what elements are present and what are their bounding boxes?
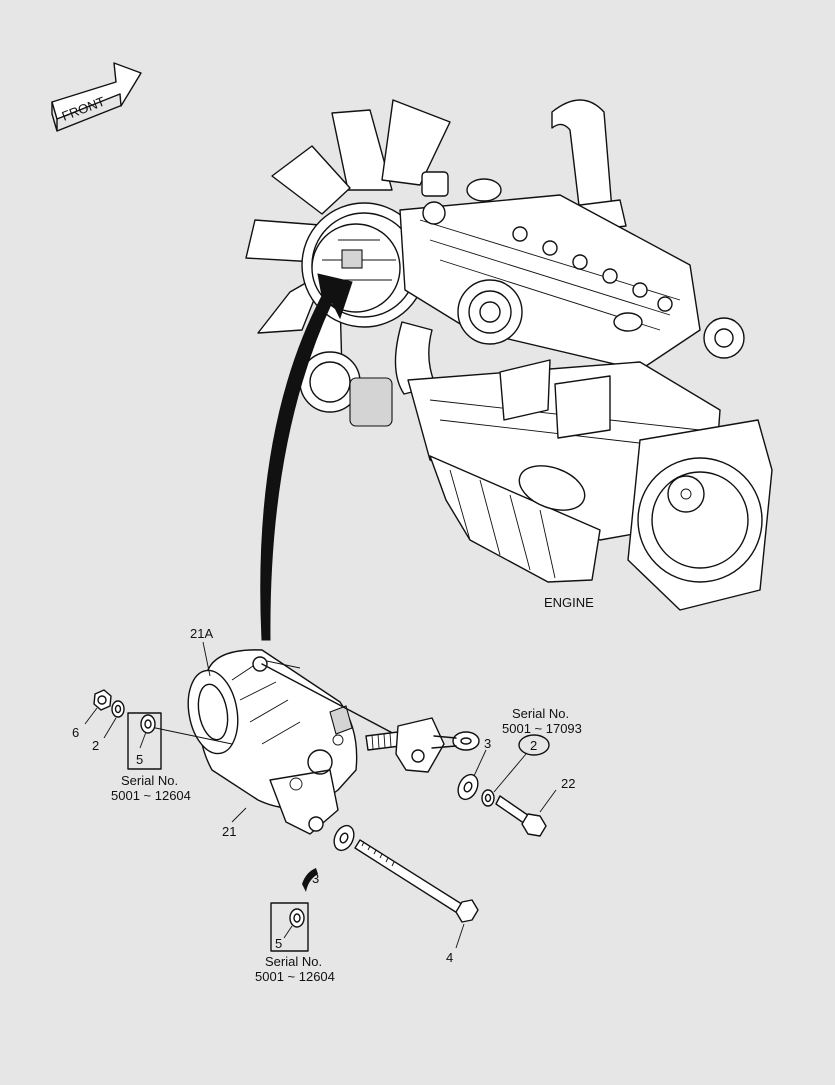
front-arrow: FRONT [51,62,142,132]
engine-label: ENGINE [544,595,594,610]
callout-6: 6 [72,725,79,740]
callout-3-upper: 3 [484,736,491,751]
callout-21a: 21A [190,626,213,641]
location-arrow [260,273,353,641]
nut-6 [93,689,112,711]
callout-2-left: 2 [92,738,99,753]
right-serial-title: Serial No. [512,706,569,721]
engine: ENGINE [299,99,773,611]
leader-3-lower [302,868,318,892]
callout-5-left: 5 [136,752,143,767]
washer-2-left [111,700,125,718]
bottom-serial-range: 5001 ~ 12604 [255,969,335,984]
leader-21a [202,641,211,677]
callout-5-bottom: 5 [275,936,282,951]
callout-21: 21 [222,824,236,839]
spacer-5-left-box [127,712,162,770]
callout-2-circled: 2 [530,738,537,753]
washer-2-right [481,734,550,807]
bolt-22 [495,789,557,837]
leader-lines-left [84,707,117,739]
left-serial-title: Serial No. [121,773,178,788]
fan [245,99,451,373]
left-serial-range: 5001 ~ 12604 [111,788,191,803]
leader-21 [231,807,247,823]
circled-callout [518,734,550,756]
right-serial-range: 5001 ~ 17093 [502,721,582,736]
adjusting-link [261,663,480,773]
spacer-5-bottom-box [270,902,309,952]
bottom-serial-title: Serial No. [265,954,322,969]
callout-4: 4 [446,950,453,965]
bolt-4 [354,839,479,949]
washer-3-lower [333,824,355,852]
washer-3-upper [457,749,487,801]
callout-22: 22 [561,776,575,791]
callout-3-lower: 3 [312,871,319,886]
alternator [187,649,358,835]
